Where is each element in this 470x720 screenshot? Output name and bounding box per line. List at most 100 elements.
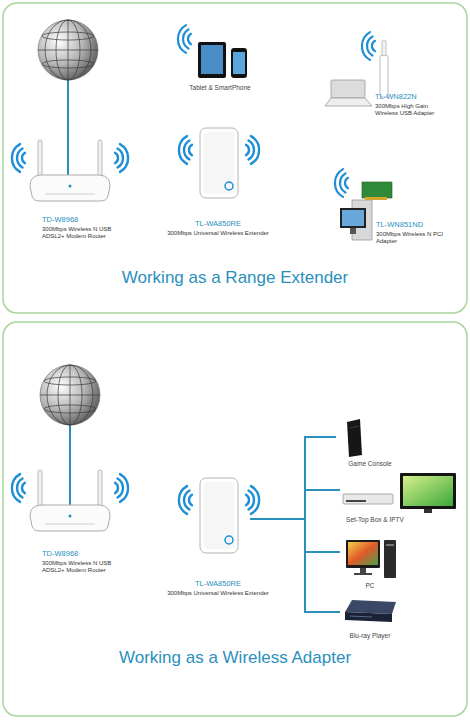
device-node: TL-WA850RE300Mbps Universal Wireless Ext… (186, 470, 250, 560)
tablet-phone-icon-part (201, 45, 223, 74)
model-description: 300Mbps Universal Wireless Extender (139, 230, 297, 237)
wifi-waves-part (246, 495, 249, 505)
device-node: PC (340, 535, 400, 590)
pc-pci-icon-part (342, 210, 364, 226)
extender-icon (200, 128, 238, 198)
device-caption: Set-Top Box & IPTV (340, 516, 410, 523)
device-caption: Tablet & SmartPhone (180, 84, 260, 91)
internet-globe (40, 365, 100, 506)
game-console-icon-part (350, 426, 359, 428)
wifi-waves-part (246, 145, 249, 155)
router-icon-part (69, 515, 72, 518)
extender-icon-part (200, 478, 238, 553)
wifi-waves (178, 25, 191, 53)
connector-line (250, 519, 340, 552)
model-name: TL-WN822N (375, 93, 450, 102)
pc-icon-part (360, 568, 366, 573)
wifi-waves-part (372, 41, 375, 51)
pc-pci-icon-part (340, 208, 366, 228)
extender-icon-part (225, 182, 233, 190)
device-label: Game Console (336, 460, 404, 467)
device-caption: TL-WA850RE300Mbps Universal Wireless Ext… (139, 580, 297, 597)
model-name: TL-WN851ND (376, 221, 446, 230)
wifi-waves-part (179, 486, 187, 514)
wifi-waves-part (340, 174, 345, 193)
wifi-waves-part (184, 141, 189, 160)
wifi-waves-part (17, 479, 22, 498)
set-top-tv-icon-part (400, 473, 456, 509)
wifi-waves-part (118, 479, 123, 498)
router-icon-part (38, 470, 42, 510)
model-description: 300Mbps Wireless N USB ADSL2+ Modem Rout… (42, 560, 132, 574)
device-node: Game Console (336, 416, 404, 468)
internet-globe-part (38, 20, 98, 80)
extender-icon (200, 478, 238, 553)
device-caption: TD-W8968300Mbps Wireless N USB ADSL2+ Mo… (42, 550, 132, 573)
device-label: Set-Top Box & IPTV (340, 516, 410, 523)
wifi-waves-part (118, 149, 123, 168)
wifi-waves-part (251, 486, 259, 514)
laptop-usb-icon-part (325, 98, 372, 106)
device-node: TD-W8968300Mbps Wireless N USB ADSL2+ Mo… (22, 138, 122, 208)
device-caption: TL-WN822N300Mbps High Gain Wireless USB … (375, 93, 450, 116)
wifi-waves (179, 486, 259, 514)
set-top-tv-icon-part (403, 476, 453, 506)
wifi-waves-part (188, 34, 191, 44)
wifi-waves (179, 136, 259, 164)
laptop-usb-icon-part (380, 55, 388, 97)
pc-icon (346, 540, 396, 578)
device-node: TL-WA850RE300Mbps Universal Wireless Ext… (186, 120, 250, 205)
pc-icon-part (386, 544, 394, 546)
extender-icon-part (204, 132, 234, 194)
model-name: TD-W8968 (42, 550, 132, 559)
router-icon-part (98, 470, 102, 510)
wifi-waves-part (249, 491, 254, 510)
internet-globe-part (70, 365, 71, 425)
internet-globe-part (67, 80, 69, 176)
device-caption: PC (340, 582, 400, 589)
wifi-waves-part (12, 144, 20, 172)
tablet-phone-icon (198, 42, 247, 78)
device-node: Set-Top Box & IPTV (340, 470, 460, 526)
pc-icon-part (346, 540, 380, 568)
bluray-icon-part (345, 612, 392, 622)
extender-icon-part (204, 482, 234, 549)
wifi-waves-part (120, 144, 128, 172)
device-node: Blu-ray Player (340, 597, 400, 642)
router-icon (30, 140, 110, 201)
model-description: 300Mbps Wireless N PCI Adapter (376, 231, 446, 245)
model-name: TD-W8968 (42, 216, 132, 225)
router-icon-part (98, 140, 102, 180)
device-label: Tablet & SmartPhone (180, 84, 260, 91)
wifi-waves-part (184, 491, 189, 510)
wifi-waves-part (251, 136, 259, 164)
section-heading: Working as a Wireless Adapter (0, 648, 470, 668)
device-node: Tablet & SmartPhone (188, 34, 252, 84)
wifi-waves-part (115, 153, 118, 163)
wifi-waves-part (189, 495, 192, 505)
router-icon-part (69, 185, 72, 188)
set-top-tv-icon-part (343, 494, 393, 504)
wifi-waves (362, 32, 375, 60)
wifi-waves-part (178, 25, 186, 53)
device-node: TL-WN851ND300Mbps Wireless N PCI Adapter (336, 175, 398, 245)
device-caption: TL-WN851ND300Mbps Wireless N PCI Adapter (376, 221, 446, 244)
tablet-phone-icon-part (231, 48, 247, 78)
wifi-waves-part (179, 136, 187, 164)
router-icon (30, 470, 110, 531)
device-caption: TD-W8968300Mbps Wireless N USB ADSL2+ Mo… (42, 216, 132, 239)
device-node: TD-W8968300Mbps Wireless N USB ADSL2+ Mo… (22, 466, 122, 536)
extender-icon-part (225, 536, 233, 544)
router-icon-part (38, 140, 42, 180)
wifi-waves-part (362, 32, 370, 60)
wifi-waves-part (115, 483, 118, 493)
internet-globe-part (69, 425, 71, 506)
pc-pci-icon-part (365, 197, 387, 200)
internet-globe-part (40, 365, 100, 425)
laptop-usb-icon-part (331, 80, 365, 98)
wifi-waves-part (183, 30, 188, 49)
tablet-phone-icon-part (233, 52, 245, 74)
model-description: 300Mbps Wireless N USB ADSL2+ Modem Rout… (42, 226, 132, 240)
bluray-icon-part (345, 600, 396, 614)
router-icon-part (30, 175, 110, 201)
